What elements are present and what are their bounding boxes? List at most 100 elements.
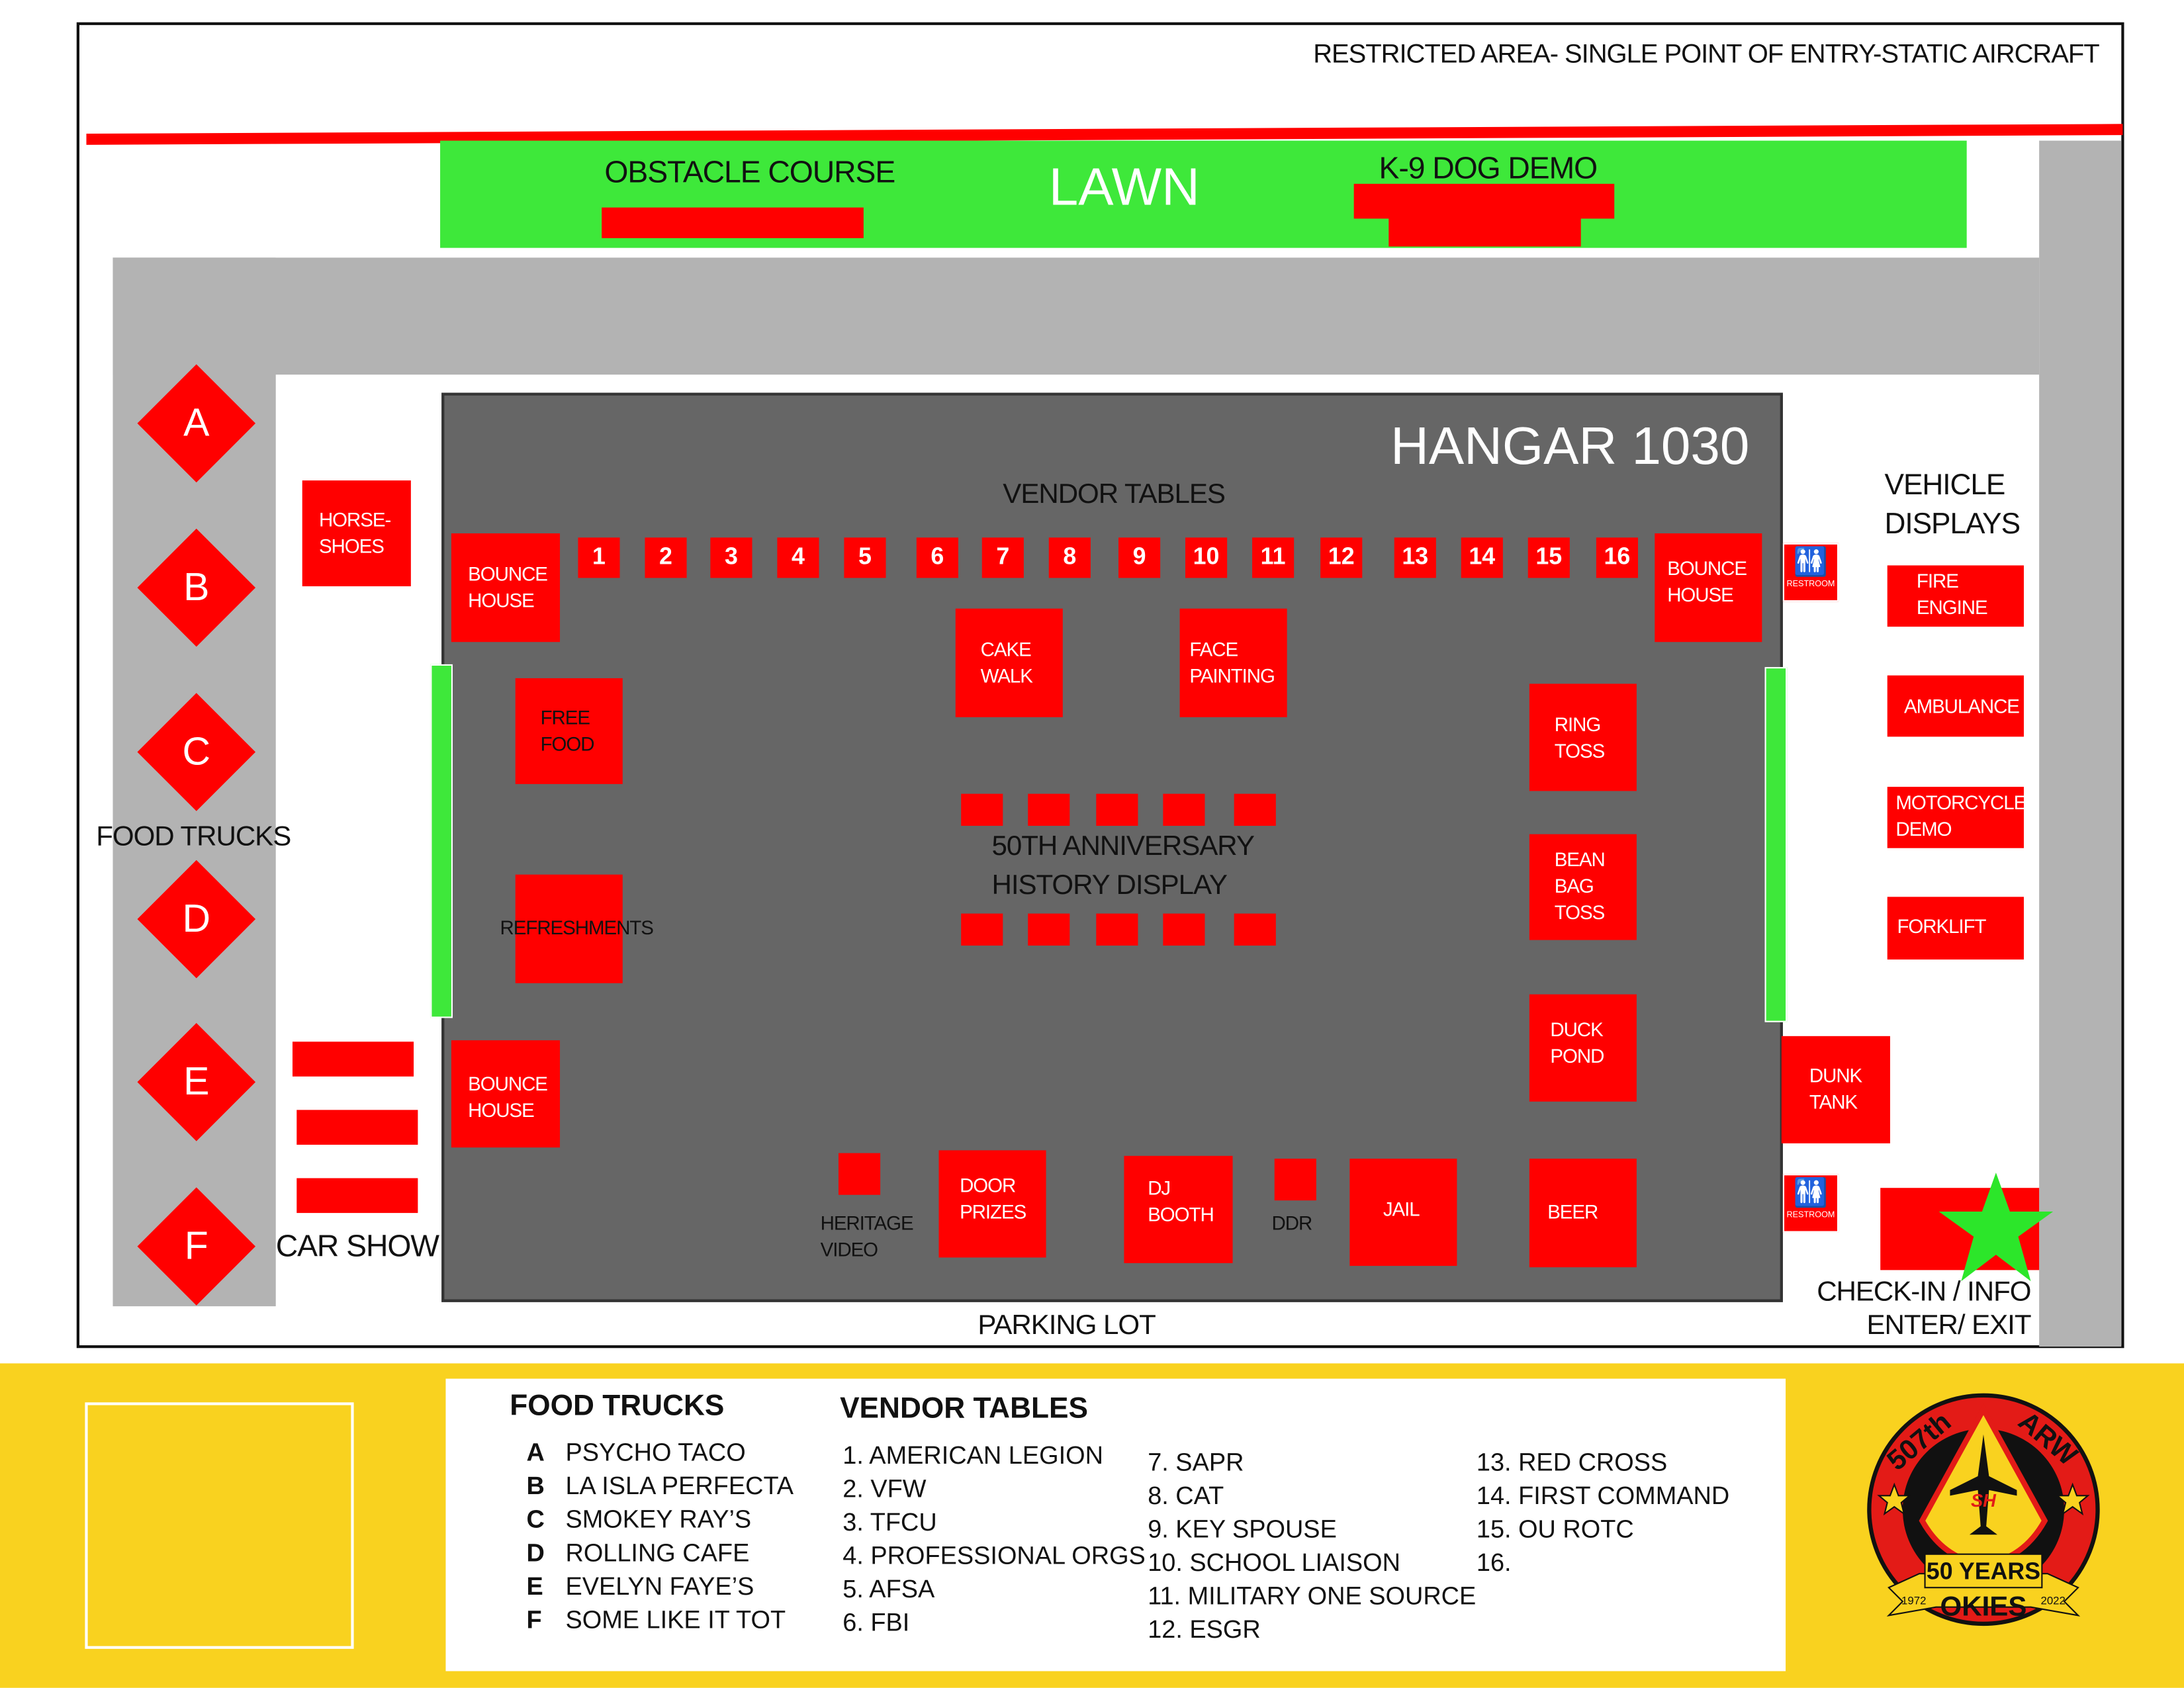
legend-food-letter: D (526, 1538, 545, 1567)
legend-food-letter: C (526, 1505, 545, 1534)
vendor-table-4: 4 (777, 537, 819, 578)
legend-food-title: FOOD TRUCKS (510, 1390, 725, 1422)
car-show-label: CAR SHOW (275, 1228, 439, 1263)
legend-food-name: ROLLING CAFE (565, 1538, 750, 1567)
507th-arw-logo: SH 507th ARW 50 YEARS 1972 2022 OKIES (1867, 1393, 2100, 1626)
legend-vendor-item: 6. FBI (842, 1608, 910, 1636)
bounce-house-2: BOUNCE HOUSE (1655, 533, 1762, 643)
legend-vendor-item: 15. OU ROTC (1476, 1515, 1634, 1543)
forklift-label: FORKLIFT (1897, 914, 1986, 938)
vendor-table-14: 14 (1461, 537, 1503, 578)
legend-box (445, 1378, 1786, 1671)
history-table (1163, 913, 1205, 946)
history-display-label-1: 50TH ANNIVERSARY (991, 831, 1255, 862)
horseshoes: HORSE- SHOES (302, 480, 411, 587)
check-in-label: CHECK-IN / INFO (1817, 1276, 2031, 1308)
door-prizes-label: DOOR PRIZES (960, 1174, 1026, 1223)
vendor-table-7: 7 (981, 537, 1024, 578)
legend-food-letter: B (526, 1472, 545, 1500)
jail: JAIL (1349, 1159, 1457, 1266)
legend-food-letter: A (526, 1439, 545, 1467)
face-painting: FACE PAINTING (1179, 608, 1287, 717)
fire-engine-label: FIRE ENGINE (1916, 569, 1988, 619)
enter-exit-label: ENTER/ EXIT (1866, 1310, 2031, 1341)
legend-vendor-item: 7. SAPR (1148, 1448, 1244, 1476)
heritage-video-label: HERITAGE VIDEO (820, 1212, 914, 1261)
bounce-house-label: BOUNCE HOUSE (468, 562, 548, 611)
obstacle-course-label: OBSTACLE COURSE (604, 154, 895, 190)
car-show-row-2 (296, 1110, 418, 1145)
restroom-icon: 🚻 (1793, 1178, 1829, 1209)
legend-vendor-item: 2. VFW (842, 1474, 927, 1503)
restroom-icon: 🚻 (1793, 547, 1829, 578)
restricted-boundary-line (86, 124, 2123, 145)
ddr (1274, 1159, 1316, 1201)
vehicle-displays-label: VEHICLE DISPLAYS (1884, 469, 2021, 541)
car-show-row-1 (292, 1042, 414, 1077)
logo-year-start: 1972 (1901, 1594, 1926, 1607)
vendor-tables-label: VENDOR TABLES (1003, 478, 1226, 510)
food-truck-letter: B (183, 565, 210, 609)
vendor-table-9: 9 (1118, 537, 1161, 578)
duck-pond-label: DUCK POND (1550, 1018, 1604, 1067)
vendor-table-1: 1 (578, 537, 620, 578)
cake-walk-label: CAKE WALK (980, 637, 1033, 687)
restroom-label: RESTROOM (1786, 580, 1835, 590)
dj-booth: DJ BOOTH (1124, 1155, 1233, 1263)
k9-demo-label: K-9 DOG DEMO (1379, 150, 1598, 185)
ambulance: AMBULANCE (1887, 675, 2024, 737)
legend-food-name: LA ISLA PERFECTA (565, 1472, 794, 1500)
bounce-house-3: BOUNCE HOUSE (451, 1040, 561, 1148)
motorcycle-demo: MOTORCYCLE DEMO (1887, 787, 2026, 848)
dunk-tank: DUNK TANK (1781, 1036, 1890, 1143)
hangar-door-right (1764, 667, 1788, 1022)
door-prizes: DOOR PRIZES (938, 1150, 1046, 1258)
legend-vendor-item: 12. ESGR (1148, 1615, 1261, 1644)
bean-bag-toss-label: BEAN BAG TOSS (1554, 848, 1606, 924)
legend-vendor-item: 16. (1476, 1548, 1512, 1577)
history-table (1096, 913, 1138, 946)
map-border (76, 22, 2124, 1349)
ring-toss: RING TOSS (1529, 684, 1637, 791)
food-truck-letter: D (182, 897, 211, 940)
jail-label: JAIL (1383, 1197, 1420, 1220)
parking-lot-label: PARKING LOT (978, 1310, 1156, 1341)
vendor-table-2: 2 (645, 537, 687, 578)
bean-bag-toss: BEAN BAG TOSS (1529, 834, 1637, 940)
blank-panel (85, 1402, 354, 1649)
vendor-table-8: 8 (1048, 537, 1091, 578)
motorcycle-demo-label: MOTORCYCLE DEMO (1895, 791, 2026, 840)
history-table (961, 793, 1003, 826)
history-table (1028, 793, 1070, 826)
legend-vendor-item: 9. KEY SPOUSE (1148, 1515, 1337, 1543)
legend-vendor-item: 3. TFCU (842, 1508, 937, 1536)
legend-vendor-item: 13. RED CROSS (1476, 1448, 1668, 1476)
history-table (1028, 913, 1070, 946)
history-table (1234, 913, 1276, 946)
dj-booth-label: DJ BOOTH (1148, 1177, 1214, 1226)
legend-vendor-item: 11. MILITARY ONE SOURCE (1148, 1581, 1477, 1610)
ring-toss-label: RING TOSS (1554, 713, 1606, 762)
restroom-top: 🚻 RESTROOM (1782, 543, 1839, 602)
legend-vendor-item: 4. PROFESSIONAL ORGS (842, 1541, 1146, 1570)
hangar-door-left (430, 664, 453, 1018)
legend-food-name: EVELYN FAYE’S (565, 1572, 754, 1601)
face-painting-label: FACE PAINTING (1189, 637, 1275, 687)
fire-engine: FIRE ENGINE (1887, 565, 2024, 627)
logo-okies: OKIES (1940, 1590, 2026, 1621)
hangar-title: HANGAR 1030 (1390, 418, 1750, 476)
restroom-bottom: 🚻RESTROOM (1782, 1174, 1839, 1233)
road-right (2039, 140, 2122, 1347)
history-table (1096, 793, 1138, 826)
vendor-table-10: 10 (1185, 537, 1228, 578)
lawn-label: LAWN (1048, 158, 1200, 218)
bounce-house-1: BOUNCE HOUSE (451, 533, 561, 643)
beer-label: BEER (1547, 1200, 1598, 1223)
vendor-table-3: 3 (710, 537, 752, 578)
food-truck-letter: F (184, 1223, 208, 1268)
vendor-table-16: 16 (1596, 537, 1639, 578)
obstacle-course (602, 207, 864, 238)
history-table (961, 913, 1003, 946)
history-table (1234, 793, 1276, 826)
cake-walk: CAKE WALK (955, 608, 1063, 717)
